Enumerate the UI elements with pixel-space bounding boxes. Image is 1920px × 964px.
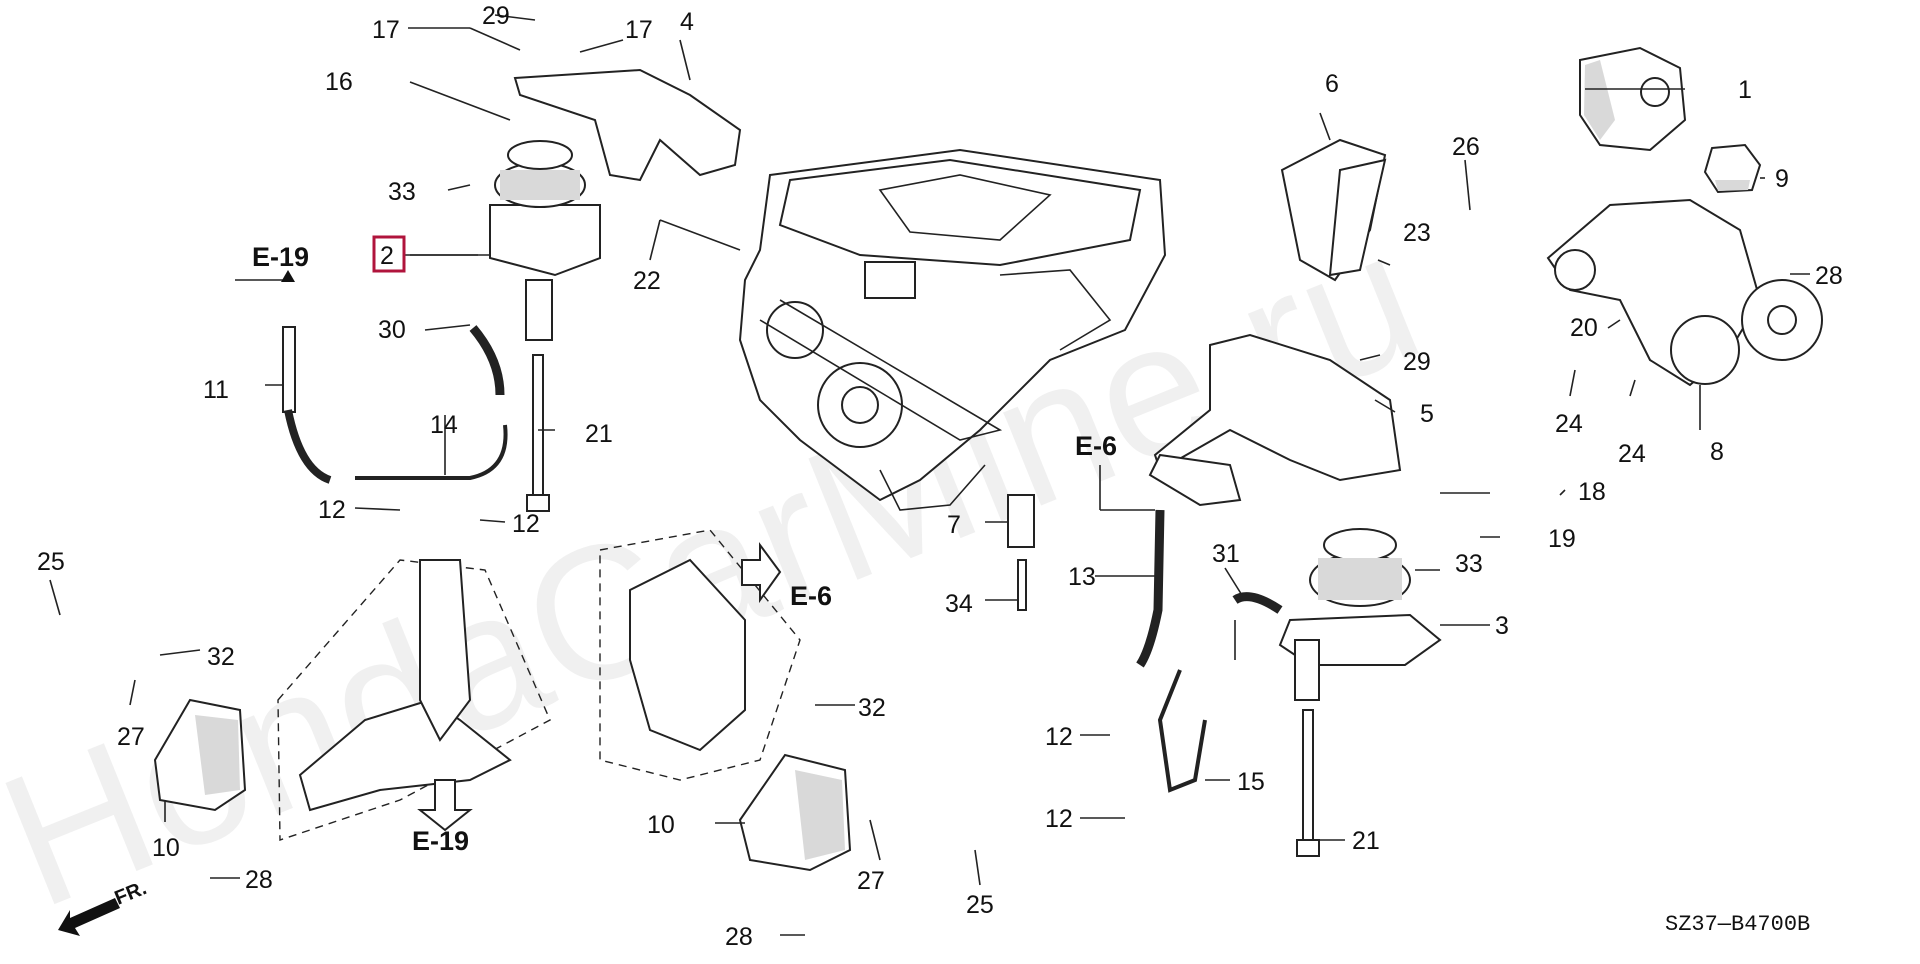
callout-33-right[interactable]: 33 (1455, 550, 1483, 578)
callout-24-left[interactable]: 24 (1555, 410, 1583, 438)
callout-17-left[interactable]: 17 (372, 16, 400, 44)
part-2-engine-mount (489, 140, 601, 341)
part-9-bracket (1703, 143, 1762, 194)
callout-28-right[interactable]: 28 (1815, 262, 1843, 290)
callout-11[interactable]: 11 (203, 376, 229, 404)
callout-31[interactable]: 31 (1212, 540, 1240, 568)
part-21-bolts (526, 354, 1320, 857)
callout-16[interactable]: 16 (325, 68, 353, 96)
callout-28-left[interactable]: 28 (245, 866, 273, 894)
callout-33-left[interactable]: 33 (388, 178, 416, 206)
subframe-bracket-left (277, 559, 551, 841)
callout-25-right[interactable]: 25 (966, 891, 994, 919)
callout-29-right[interactable]: 29 (1403, 348, 1431, 376)
hose-group-right (1136, 509, 1283, 793)
part-6-bracket (1280, 138, 1387, 282)
watermark: HondaCarMine.ru (0, 190, 1446, 948)
callout-5[interactable]: 5 (1420, 400, 1434, 428)
callout-3[interactable]: 3 (1495, 612, 1509, 640)
callout-23[interactable]: 23 (1403, 219, 1431, 247)
callout-7[interactable]: 7 (947, 511, 961, 539)
section-refs: E-19 E-19 E-6 E-6 (252, 242, 1117, 856)
part-5-bracket (1148, 333, 1402, 507)
callout-18[interactable]: 18 (1578, 478, 1606, 506)
callout-21-left[interactable]: 21 (585, 420, 613, 448)
section-ref-e6-center[interactable]: E-6 (790, 581, 832, 611)
engine-illustration (738, 148, 1167, 511)
callout-27-left[interactable]: 27 (117, 723, 145, 751)
callout-24-right[interactable]: 24 (1618, 440, 1646, 468)
callout-32-left[interactable]: 32 (207, 643, 235, 671)
callout-30[interactable]: 30 (378, 316, 406, 344)
callout-32-center[interactable]: 32 (858, 694, 886, 722)
callout-9[interactable]: 9 (1775, 165, 1789, 193)
callout-20[interactable]: 20 (1570, 314, 1598, 342)
part-10-mount-left (153, 698, 247, 812)
callout-10-right[interactable]: 10 (647, 811, 675, 839)
callout-8[interactable]: 8 (1710, 438, 1724, 466)
callout-17-right[interactable]: 17 (625, 16, 653, 44)
callout-6[interactable]: 6 (1325, 70, 1339, 98)
part-1-mount (1579, 46, 1687, 152)
callout-27-right[interactable]: 27 (857, 867, 885, 895)
section-ref-e19-top[interactable]: E-19 (252, 242, 309, 272)
callout-12-b[interactable]: 12 (512, 510, 540, 538)
part-8-mount-bracket (1546, 198, 1823, 387)
callout-12-a[interactable]: 12 (318, 496, 346, 524)
part-7-spacer (1007, 494, 1035, 611)
callout-1[interactable]: 1 (1738, 76, 1752, 104)
section-ref-e6-right[interactable]: E-6 (1075, 431, 1117, 461)
callout-2[interactable]: 2 (380, 242, 394, 270)
part-10-mount-right (738, 753, 852, 872)
leader-lines (49, 14, 1810, 936)
callout-21-right[interactable]: 21 (1352, 827, 1380, 855)
callouts: 1 2 3 4 5 6 7 8 9 10 10 11 12 12 12 12 1… (37, 2, 1843, 951)
callout-26[interactable]: 26 (1452, 133, 1480, 161)
callout-12-d[interactable]: 12 (1045, 805, 1073, 833)
callout-22[interactable]: 22 (633, 267, 661, 295)
callout-34[interactable]: 34 (945, 590, 973, 618)
hose-group-left (282, 325, 508, 484)
callout-15[interactable]: 15 (1237, 768, 1265, 796)
section-ref-e19-bottom[interactable]: E-19 (412, 826, 469, 856)
figure-code: SZ37—B4700B (1665, 912, 1810, 937)
callout-10-left[interactable]: 10 (152, 834, 180, 862)
part-3-engine-mount (1278, 528, 1442, 701)
callout-29-top[interactable]: 29 (482, 2, 510, 30)
callout-4[interactable]: 4 (680, 8, 694, 36)
callout-12-c[interactable]: 12 (1045, 723, 1073, 751)
subframe-bracket-center (599, 529, 801, 781)
callout-2-highlight-box (372, 235, 406, 273)
callout-19[interactable]: 19 (1548, 525, 1576, 553)
callout-13[interactable]: 13 (1068, 563, 1096, 591)
callout-28-center[interactable]: 28 (725, 923, 753, 951)
callout-25-left[interactable]: 25 (37, 548, 65, 576)
part-4-bracket (513, 68, 742, 182)
callout-14[interactable]: 14 (430, 411, 458, 439)
